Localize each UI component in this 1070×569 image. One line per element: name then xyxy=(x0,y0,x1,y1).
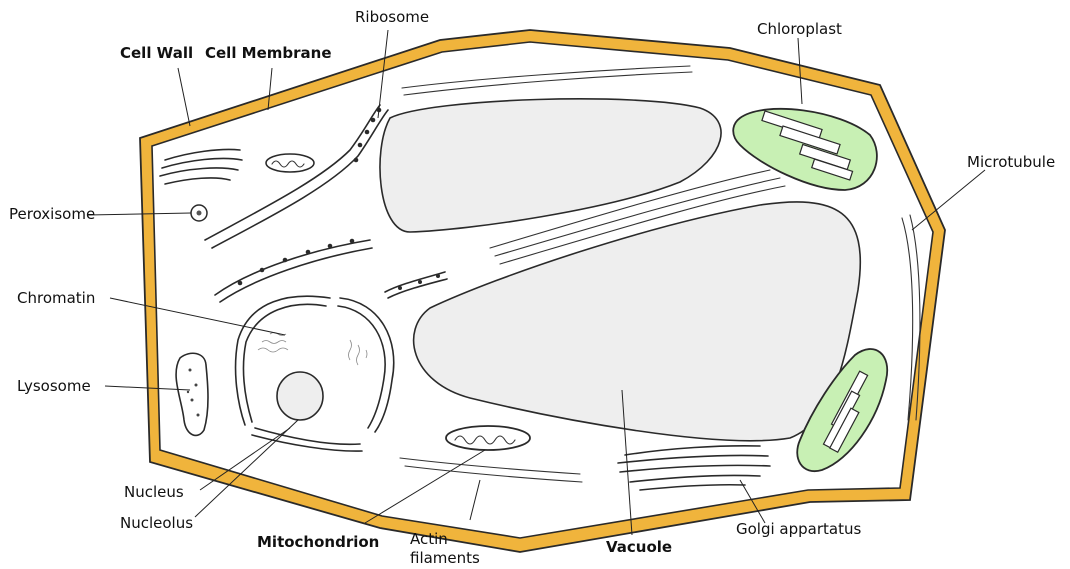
label-golgi-apparatus: Golgi appartatus xyxy=(736,520,861,538)
nucleolus xyxy=(277,372,323,420)
label-actin-filaments-line1: Actin xyxy=(410,530,448,548)
label-lysosome: Lysosome xyxy=(17,377,91,395)
label-actin-filaments-line2: filaments xyxy=(410,549,480,567)
label-chloroplast: Chloroplast xyxy=(757,20,842,38)
label-mitochondrion: Mitochondrion xyxy=(257,533,379,551)
label-cell-membrane: Cell Membrane xyxy=(205,44,332,62)
label-ribosome: Ribosome xyxy=(355,8,429,26)
label-cell-wall: Cell Wall xyxy=(120,44,193,62)
label-peroxisome: Peroxisome xyxy=(9,205,95,223)
mitochondrion xyxy=(446,426,530,450)
label-vacuole: Vacuole xyxy=(606,538,672,556)
label-nucleolus: Nucleolus xyxy=(120,514,193,532)
label-microtubule: Microtubule xyxy=(967,153,1055,171)
label-nucleus: Nucleus xyxy=(124,483,184,501)
label-chromatin: Chromatin xyxy=(17,289,95,307)
